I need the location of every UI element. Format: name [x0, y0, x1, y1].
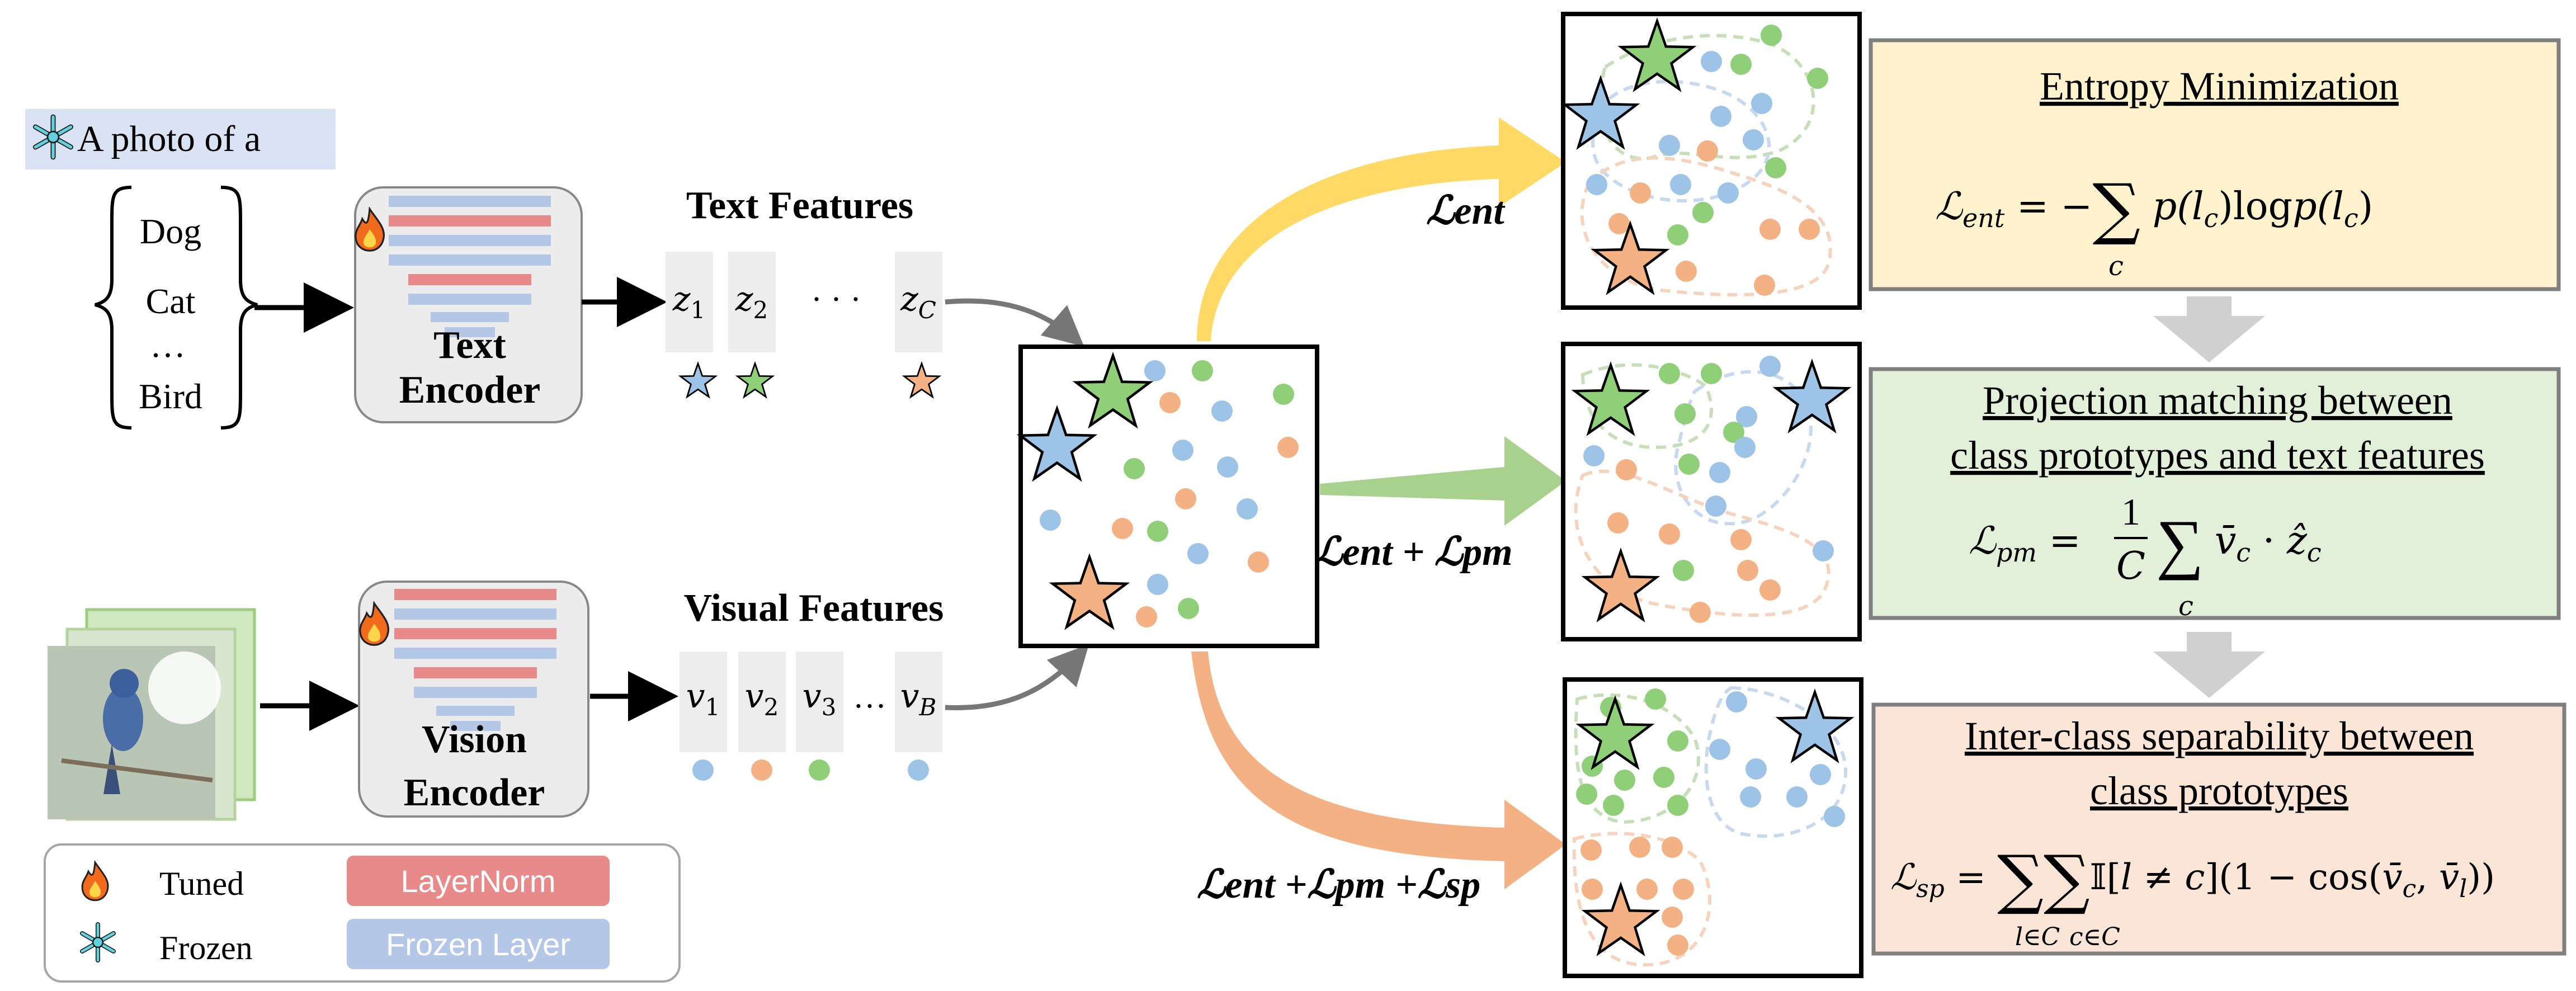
feature-space — [1018, 345, 1319, 648]
arrow-to-entropy — [1197, 117, 1566, 341]
prompt-background — [25, 109, 336, 169]
separability-box: Inter-class separability between class p… — [1871, 702, 2566, 956]
projection-title-line2: class prototypes and text features — [1950, 433, 2485, 478]
separability-title-line2: class prototypes — [2090, 768, 2348, 813]
text-feature-star-green — [737, 362, 773, 398]
separability-sum-index-1: l∈C — [2015, 923, 2060, 951]
text-features-to-space-arrow — [945, 298, 1084, 347]
legend-layernorm-label: LayerNorm — [401, 863, 556, 899]
visual-feature-dot-orange — [751, 759, 772, 781]
text-feature-z2: z2 — [735, 280, 768, 324]
class-dog: Dog — [140, 211, 201, 251]
text-encoder-line1: Text — [433, 324, 506, 367]
legend-frozen-layer-label: Frozen Layer — [386, 927, 570, 962]
text-feature-slot-1 — [666, 252, 713, 352]
visual-feature-vb: vB — [900, 677, 937, 721]
legend-frozen-layer-swatch — [347, 919, 610, 969]
projection-sum-index: c — [2178, 591, 2193, 622]
visual-feature-slot-1 — [680, 652, 727, 752]
text-feature-slot-2 — [728, 252, 776, 352]
text-feature-star-orange — [903, 362, 940, 398]
visual-feature-v1: v1 — [686, 677, 720, 721]
text-features-title: Text Features — [686, 184, 913, 227]
text-feature-dots: · · · — [811, 281, 861, 318]
text-feature-slot-c — [895, 252, 942, 352]
class-bird: Bird — [139, 376, 202, 416]
legend: Tuned Frozen LayerNorm Frozen Layer — [44, 843, 681, 983]
visual-feature-slot-3 — [796, 652, 843, 752]
legend-layernorm-swatch — [347, 856, 610, 906]
visual-feature-slot-b — [895, 652, 942, 752]
entropy-sum-index: c — [2108, 251, 2124, 282]
down-arrow-2 — [2153, 632, 2265, 698]
loss-label-middle: ℒent + ℒpm — [1314, 531, 1513, 574]
right-brace — [220, 186, 258, 430]
input-image — [48, 608, 256, 821]
text-feature-z1: z1 — [672, 280, 705, 324]
visual-feature-dot-blue — [692, 759, 714, 781]
cluster-panel-entropy — [1561, 12, 1862, 310]
projection-formula: ℒpm = — [1969, 519, 2081, 568]
projection-sum: ∑ — [2156, 506, 2204, 581]
visual-feature-dot-blue — [908, 759, 929, 781]
entropy-box: Entropy Minimization ℒent = −∑ p(lc)logp… — [1869, 38, 2561, 291]
vision-encoder-line1: Vision — [422, 718, 527, 761]
visual-features-to-space-arrow — [945, 644, 1089, 710]
text-feature-zc: zC — [900, 280, 936, 324]
text-feature-star-blue — [680, 362, 716, 398]
text-encoder-line2: Encoder — [399, 369, 541, 412]
cluster-panel-projection — [1561, 342, 1862, 641]
projection-frac-num: 1 — [2121, 490, 2140, 533]
text-encoder: Text Encoder — [354, 186, 583, 423]
left-brace — [95, 186, 132, 430]
vision-encoder: Vision Encoder — [358, 581, 589, 818]
separability-title-line1: Inter-class separability between — [1965, 714, 2474, 758]
class-ellipsis: … — [150, 325, 186, 365]
separability-formula: ℒsp = ∑∑𝕀[l ≠ c](1 − cos(v̄c, v̄l)) — [1890, 842, 2495, 917]
projection-title-line1: Projection matching between — [1983, 378, 2452, 423]
loss-label-top: ℒent — [1426, 190, 1506, 233]
visual-feature-v2: v2 — [745, 677, 779, 721]
class-cat: Cat — [146, 281, 196, 321]
legend-tuned-label: Tuned — [159, 865, 244, 902]
entropy-formula: ℒent = −∑ p(lc)logp(lc) — [1935, 170, 2373, 248]
loss-label-bottom: ℒent +ℒpm +ℒsp — [1197, 863, 1480, 907]
visual-feature-v3: v3 — [803, 677, 837, 721]
projection-formula-rhs: v̄c · ẑc — [2215, 519, 2322, 568]
visual-feature-slot-2 — [738, 652, 786, 752]
projection-frac-den: C — [2116, 544, 2145, 588]
separability-sum-index-2: c∈C — [2069, 923, 2120, 951]
visual-feature-dots: … — [853, 678, 886, 715]
entropy-title: Entropy Minimization — [2040, 64, 2399, 108]
visual-features-title: Visual Features — [684, 587, 944, 630]
arrow-to-separability — [1191, 652, 1566, 889]
prompt-text: A photo of a — [77, 119, 261, 159]
projection-box: Projection matching between class protot… — [1869, 367, 2561, 622]
visual-feature-dot-green — [809, 759, 830, 781]
legend-frozen-label: Frozen — [159, 929, 253, 966]
cluster-panel-separability — [1563, 677, 1863, 978]
vision-encoder-line2: Encoder — [404, 771, 545, 814]
down-arrow-1 — [2153, 296, 2265, 362]
arrow-to-projection — [1320, 436, 1566, 526]
